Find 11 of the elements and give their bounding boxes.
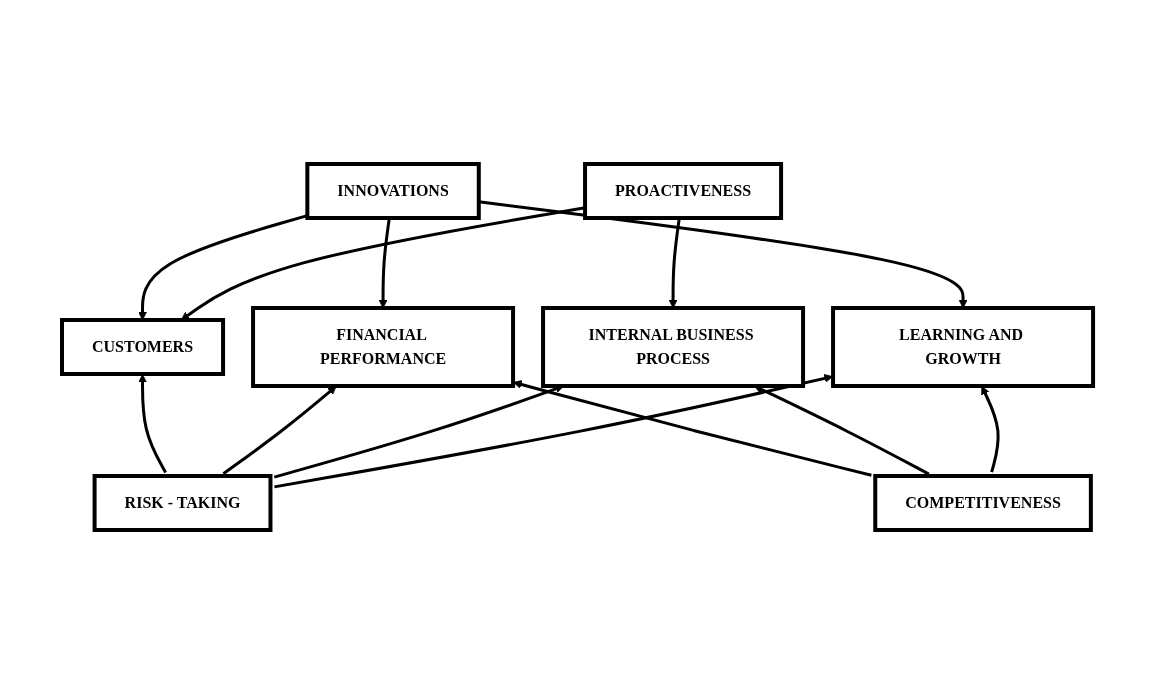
node-box: CUSTOMERS — [59, 318, 226, 376]
node-box: RISK - TAKING — [92, 474, 273, 532]
node-box: INTERNAL BUSINESS PROCESS — [541, 306, 806, 388]
node-box: LEARNING AND GROWTH — [831, 306, 1096, 388]
arrow — [513, 380, 872, 477]
arrow — [138, 374, 167, 474]
node-box: FINANCIAL PERFORMANCE — [251, 306, 516, 388]
node-box: INNOVATIONS — [305, 162, 481, 220]
node-box: PROACTIVENESS — [583, 162, 784, 220]
node-box: COMPETITIVENESS — [873, 474, 1093, 532]
arrow — [138, 214, 308, 321]
